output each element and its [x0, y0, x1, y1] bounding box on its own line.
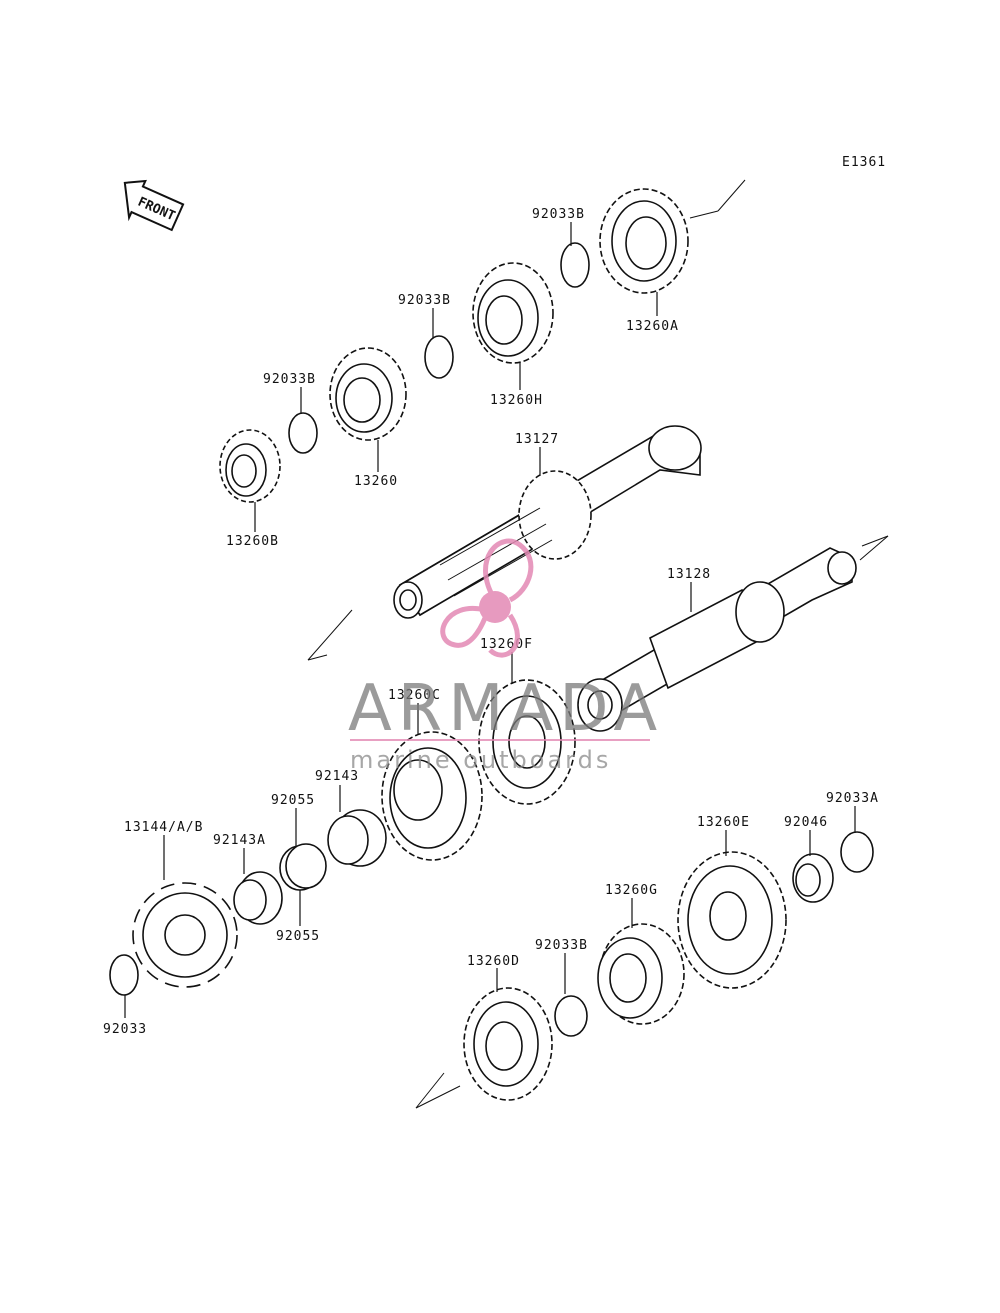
label-92033A: 92033A	[826, 791, 879, 806]
label-92033B-a: 92033B	[532, 207, 585, 222]
circlip-92033	[109, 954, 139, 996]
watermark: ARMADA marine outboards	[348, 538, 663, 774]
label-92143: 92143	[315, 769, 359, 784]
front-arrow-icon: FRONT	[123, 179, 185, 232]
collar-92143A	[233, 871, 283, 925]
label-92143A: 92143A	[213, 833, 266, 848]
label-13260H: 13260H	[490, 393, 543, 408]
diagram-code: E1361	[842, 155, 886, 170]
circlip-92033B-a	[560, 242, 590, 288]
label-13260: 13260	[354, 474, 398, 489]
label-92046: 92046	[784, 815, 828, 830]
propeller-logo-icon	[440, 538, 534, 658]
gear-13260E	[677, 851, 787, 989]
collar-92143	[327, 809, 387, 867]
axis-line-top	[307, 179, 746, 661]
part-labels: 13260A 92033B 13260H 92033B 13260 92033B…	[103, 207, 879, 1037]
oring-92055	[279, 843, 327, 891]
gear-13260D	[463, 987, 553, 1101]
sprocket-13144	[132, 882, 238, 988]
gear-13260C	[381, 731, 483, 861]
label-13128: 13128	[667, 567, 711, 582]
leader-lines	[124, 222, 856, 1018]
circlip-92033B-d	[554, 995, 588, 1037]
label-13260A: 13260A	[626, 319, 679, 334]
gear-13260A	[599, 188, 689, 294]
label-92055-b: 92055	[276, 929, 320, 944]
label-92055-a: 92055	[271, 793, 315, 808]
label-92033B-c: 92033B	[263, 372, 316, 387]
circlip-92033B-b	[424, 335, 454, 379]
gear-13260F	[478, 679, 576, 805]
label-13260C: 13260C	[388, 688, 441, 703]
axis-line-bottom	[415, 535, 889, 1109]
label-92033B-b: 92033B	[398, 293, 451, 308]
circlip-92033B-c	[288, 412, 318, 454]
circlip-92033A	[840, 831, 874, 873]
bearing-92046	[792, 853, 834, 903]
label-92033B-d: 92033B	[535, 938, 588, 953]
label-13127: 13127	[515, 432, 559, 447]
label-13144: 13144/A/B	[124, 820, 203, 835]
watermark-tagline: marine outboards	[350, 746, 611, 774]
shaft-13128	[577, 547, 857, 732]
label-13260G: 13260G	[605, 883, 658, 898]
shaft-13127	[393, 425, 702, 619]
label-92033: 92033	[103, 1022, 147, 1037]
watermark-brand: ARMADA	[348, 672, 663, 746]
gear-13260H	[472, 262, 554, 364]
gear-13260	[329, 347, 407, 441]
label-13260E: 13260E	[697, 815, 750, 830]
gear-13260B	[219, 429, 281, 503]
label-13260F: 13260F	[480, 637, 533, 652]
gear-13260G	[597, 923, 685, 1025]
label-13260B: 13260B	[226, 534, 279, 549]
label-13260D: 13260D	[467, 954, 520, 969]
